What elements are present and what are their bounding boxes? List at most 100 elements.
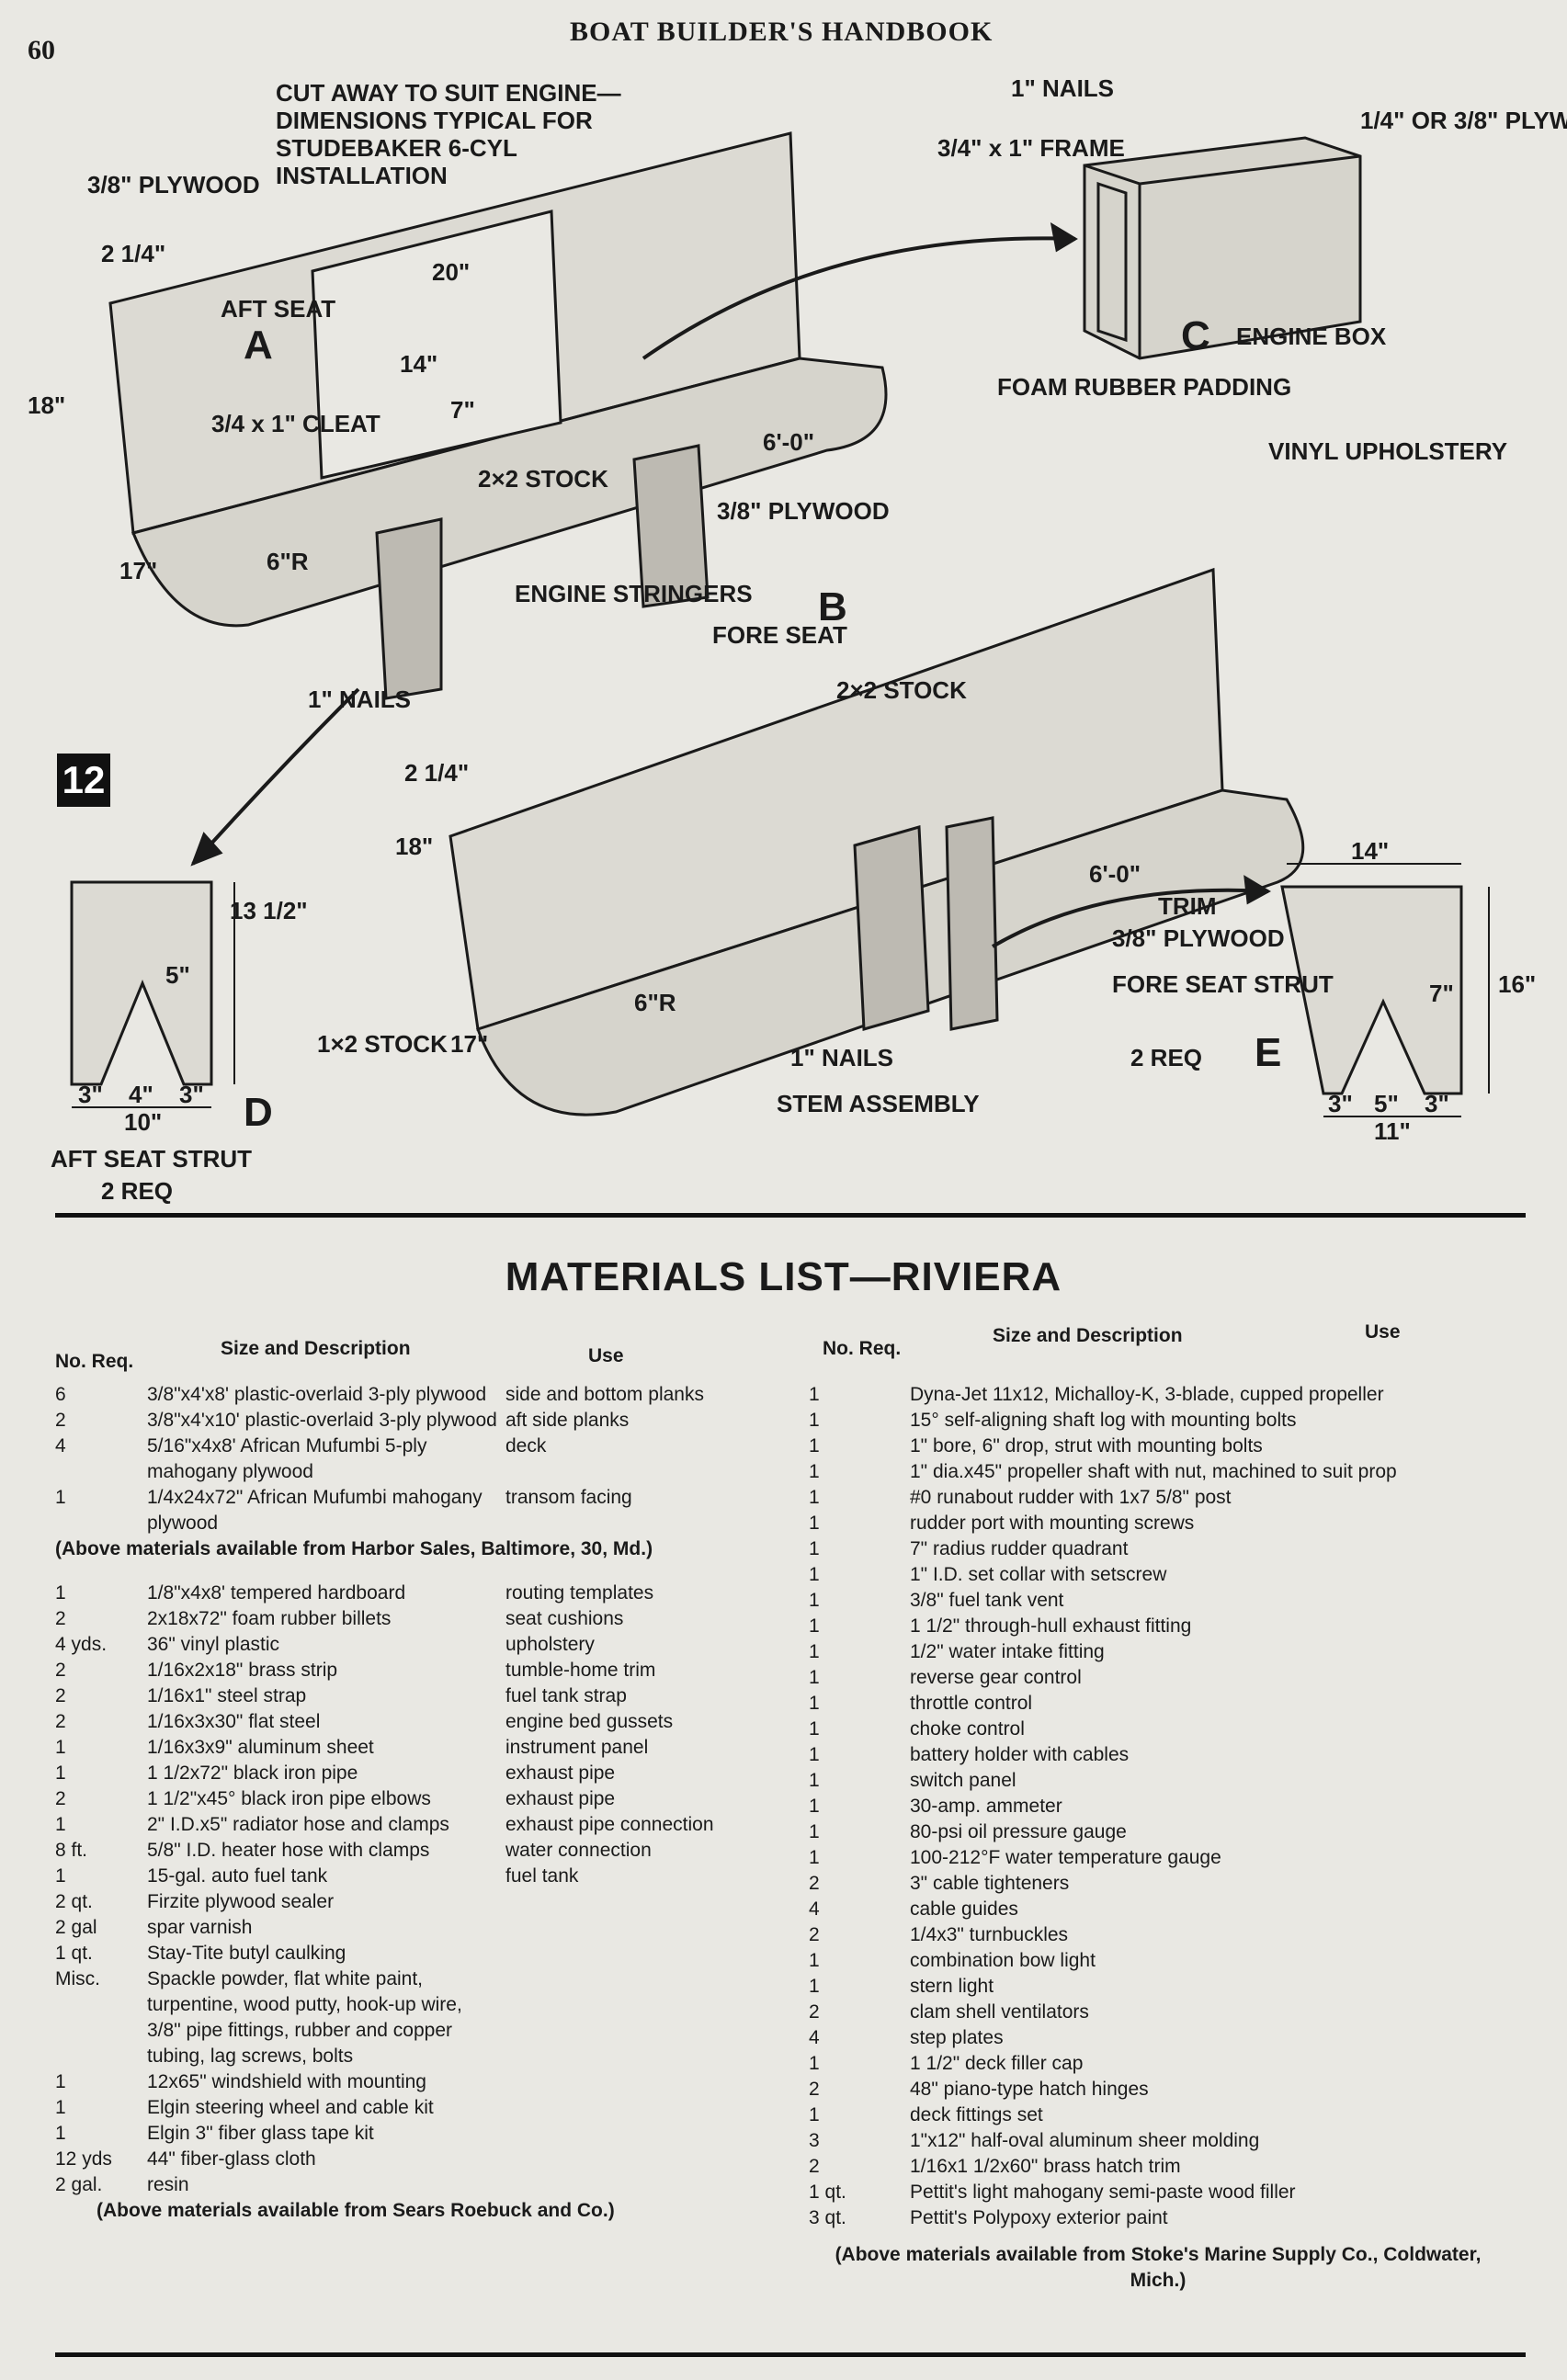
- label-dim-6r-aft: 6"R: [267, 548, 309, 575]
- fore-seat-strut: [853, 825, 930, 1031]
- item-description: 80-psi oil pressure gauge: [910, 1821, 1127, 1842]
- item-use: [505, 1941, 735, 1966]
- item-qty: 1: [809, 2053, 820, 2074]
- item-description: step plates: [910, 2027, 1004, 2048]
- label-aft-seat-strut: AFT SEAT STRUT: [51, 1145, 252, 1173]
- item-description: 1/4x24x72" African Mufumbi mahogany plyw…: [147, 1487, 483, 1534]
- label-dim-17-aft: 17": [119, 557, 157, 584]
- label-dim-17-fore: 17": [450, 1030, 488, 1058]
- item-use: transom facing: [505, 1487, 632, 1508]
- item-qty: 1: [809, 1384, 820, 1405]
- item-use: [505, 1966, 735, 2069]
- label-dim-16: 16": [1498, 970, 1536, 998]
- table-row: 1 qt.Pettit's light mahogany semi-paste …: [809, 2180, 1544, 2205]
- item-use: tumble-home trim: [505, 1660, 656, 1681]
- item-qty: 1: [55, 1582, 66, 1604]
- item-description: reverse gear control: [910, 1667, 1082, 1688]
- item-qty: 2 gal.: [55, 2174, 103, 2195]
- label-dim-18-aft: 18": [28, 391, 65, 419]
- item-use: [505, 2172, 735, 2198]
- table-row: 1 qt.Stay-Tite butyl caulking: [55, 1941, 790, 1966]
- item-description: 5/8" I.D. heater hose with clamps: [147, 1840, 430, 1861]
- item-qty: 1: [809, 1693, 820, 1714]
- bottom-rule: [55, 2352, 1526, 2357]
- left-note-2: (Above materials available from Sears Ro…: [97, 2200, 615, 2221]
- top-rule: [55, 1213, 1526, 1218]
- item-use: instrument panel: [505, 1737, 649, 1758]
- item-qty: 6: [55, 1384, 66, 1405]
- label-dim-10: 10": [124, 1108, 162, 1136]
- letter-a: A: [244, 323, 273, 368]
- label-dim-14: 14": [400, 350, 437, 378]
- item-qty: 8 ft.: [55, 1840, 88, 1861]
- item-use: [505, 2095, 735, 2121]
- item-description: battery holder with cables: [910, 1744, 1130, 1765]
- header-use: Use: [588, 1345, 624, 1366]
- label-dim-7: 7": [450, 396, 475, 424]
- label-plywood-mid: 3/8" PLYWOOD: [717, 497, 890, 525]
- item-qty: 1: [809, 1487, 820, 1508]
- item-description: 3" cable tighteners: [910, 1873, 1070, 1894]
- item-use: fuel tank: [505, 1865, 579, 1887]
- item-qty: 3 qt.: [809, 2207, 846, 2228]
- item-qty: 1: [55, 1865, 66, 1887]
- item-description: Stay-Tite butyl caulking: [147, 1943, 346, 1964]
- left-header: No. Req. Size and Description Use: [55, 1323, 790, 1382]
- item-description: resin: [147, 2174, 189, 2195]
- item-qty: 1: [809, 1435, 820, 1456]
- item-description: 12x65" windshield with mounting: [147, 2071, 426, 2092]
- item-qty: 1: [55, 2123, 66, 2144]
- item-qty: 1 qt.: [809, 2182, 846, 2203]
- item-use: engine bed gussets: [505, 1711, 674, 1732]
- label-two-req-e: 2 REQ: [1130, 1044, 1202, 1071]
- item-qty: 4 yds.: [55, 1634, 108, 1655]
- item-qty: 2: [809, 1873, 820, 1894]
- engine-box: [1083, 136, 1362, 360]
- label-dim-18-fore: 18": [395, 833, 433, 860]
- label-dim-3-e-right: 3": [1425, 1090, 1449, 1117]
- item-use: exhaust pipe: [505, 1762, 616, 1784]
- item-qty: 1: [809, 1641, 820, 1662]
- item-description: 1/16x3x30" flat steel: [147, 1711, 321, 1732]
- engine-stringer: [632, 444, 710, 608]
- table-row: Misc.Spackle powder, flat white paint, t…: [55, 1966, 790, 2069]
- letter-d: D: [244, 1090, 273, 1135]
- label-trim: TRIM: [1158, 892, 1217, 920]
- item-use: aft side planks: [505, 1410, 630, 1431]
- label-dim-3-e-left: 3": [1328, 1090, 1353, 1117]
- aft-seat-bottom: [131, 357, 888, 628]
- page-number: 60: [28, 35, 55, 65]
- item-description: 2x18x72" foam rubber billets: [147, 1608, 392, 1629]
- label-aft-seat: AFT SEAT: [221, 295, 335, 323]
- item-description: stern light: [910, 1976, 994, 1997]
- item-description: 1 1/2" deck filler cap: [910, 2053, 1084, 2074]
- item-description: 1/16x1 1/2x60" brass hatch trim: [910, 2156, 1181, 2177]
- table-row: 3 qt.Pettit's Polypoxy exterior paint: [809, 2205, 1544, 2231]
- item-description: 5/16"x4x8' African Mufumbi 5-ply mahogan…: [147, 1435, 427, 1482]
- item-qty: 1: [809, 1615, 820, 1637]
- materials-title: MATERIALS LIST—RIVIERA: [505, 1254, 1062, 1299]
- item-qty: 1: [55, 1487, 66, 1508]
- item-description: switch panel: [910, 1770, 1016, 1791]
- label-fore-seat-strut: FORE SEAT STRUT: [1112, 970, 1334, 998]
- label-foam: FOAM RUBBER PADDING: [997, 373, 1291, 401]
- item-description: deck fittings set: [910, 2104, 1043, 2125]
- item-qty: 1: [55, 1814, 66, 1835]
- label-dim-20: 20": [432, 258, 470, 286]
